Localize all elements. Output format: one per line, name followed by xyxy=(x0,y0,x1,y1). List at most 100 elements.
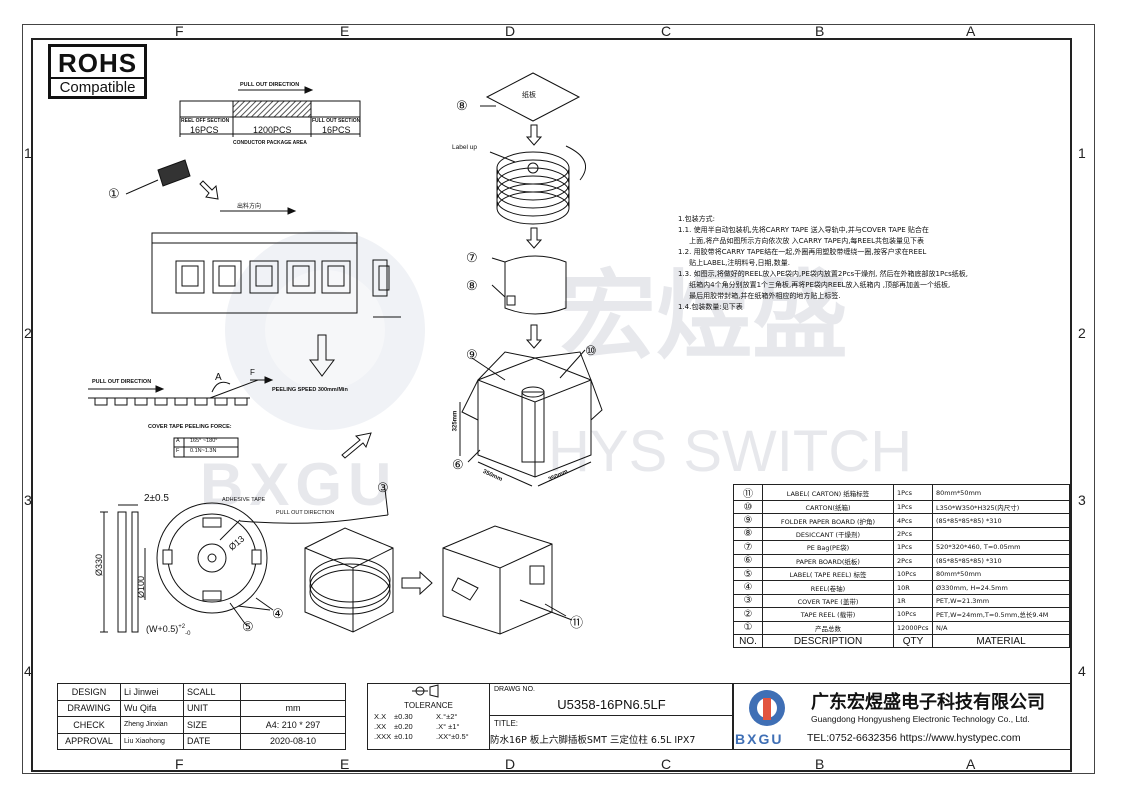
company-logo-text: BXGU xyxy=(735,731,784,747)
bom-no: ⑤ xyxy=(733,566,763,582)
callout-1: ① xyxy=(108,186,120,201)
label-up-text: Label up xyxy=(452,144,477,151)
bom-qty: 4Pcs xyxy=(893,513,933,528)
bom-qty: 1Pcs xyxy=(893,540,933,555)
design-name: Li Jinwei xyxy=(120,683,184,701)
rohs-badge: ROHS Compatible xyxy=(48,44,147,99)
zone-bottom-d: D xyxy=(505,756,516,772)
callout-5: ⑤ xyxy=(242,619,254,634)
force-table-a-value: 165° ~180° xyxy=(190,438,218,444)
feed-direction-label: 出料方向 xyxy=(237,203,262,210)
bom-description: CARTON(纸箱) xyxy=(762,499,894,515)
approval-label: APPROVAL xyxy=(57,732,121,750)
callout-11: ⑪ xyxy=(570,615,584,630)
zone-left-2: 2 xyxy=(24,325,32,341)
date-label: DATE xyxy=(183,732,241,750)
company-contact: TEL:0752-6632356 https://www.hystypec.co… xyxy=(807,732,1021,744)
date-value: 2020-08-10 xyxy=(240,732,346,750)
callout-6: ⑥ xyxy=(452,457,464,472)
width-tol-sub: -0 xyxy=(185,630,191,637)
callout-10: ⑩ xyxy=(585,343,597,358)
bom-description: DESICCANT (干燥剂) xyxy=(762,526,894,542)
pull-out-direction-label-3: PULL OUT DIRECTION xyxy=(276,510,335,516)
zone-top-f: F xyxy=(175,23,184,39)
bom-qty: 12000Pcs xyxy=(893,620,933,635)
watermark-logo-mark xyxy=(225,230,425,430)
conductor-package-area-label: CONDUCTOR PACKAGE AREA xyxy=(233,140,307,146)
bom-material: 80mm*50mm xyxy=(932,484,1070,501)
angle-a-label: A xyxy=(215,372,222,383)
zone-top-b: B xyxy=(815,23,825,39)
tol-ang: .XX°±0.5° xyxy=(436,732,469,741)
note-line: 贴上LABEL,注明料号,日期,数量. xyxy=(678,259,790,267)
force-table-f-value: 0.1N~1.3N xyxy=(190,448,217,454)
bom-qty: 10R xyxy=(893,580,933,595)
bom-no: ② xyxy=(733,607,763,622)
note-line: 1.4.包装数量:见下表 xyxy=(678,303,743,311)
bom-description: COVER TAPE (盖带) xyxy=(762,593,894,609)
callout-9: ⑨ xyxy=(466,347,478,362)
drawing-number-block: DRAWG NO. U5358-16PN6.5LF TITLE: 防水16P 板… xyxy=(489,683,734,750)
bom-description: REEL(卷轴) xyxy=(762,580,894,595)
note-line: 1.3. 如图示,将做好的REEL放入PE袋内,PE袋内放置2Pcs干燥剂, 然… xyxy=(678,270,968,278)
rohs-subtitle: Compatible xyxy=(51,77,144,97)
bom-no: ⑧ xyxy=(733,526,763,542)
force-table-f-key: F xyxy=(176,448,180,454)
bom-material: (85*85*85*85) *310 xyxy=(932,513,1070,528)
bom-no: ⑥ xyxy=(733,553,763,568)
note-line: 1.包装方式: xyxy=(678,215,716,223)
pcs1200-label: 1200PCS xyxy=(253,125,292,135)
pcs16-left-label: 16PCS xyxy=(190,125,219,135)
callout-8: ⑧ xyxy=(466,278,478,293)
pull-out-direction-label-2: PULL OUT DIRECTION xyxy=(92,379,152,385)
bom-material: 80mm*50mm xyxy=(932,566,1070,582)
company-name-en: Guangdong Hongyusheng Electronic Technol… xyxy=(811,714,1030,724)
callout-7: ⑦ xyxy=(466,250,478,265)
zone-bottom-a: A xyxy=(966,756,976,772)
company-name-cn: 广东宏煜盛电子科技有限公司 xyxy=(811,692,1045,713)
tol-val: ±0.30 xyxy=(394,712,413,721)
tol-ang: X.°±2° xyxy=(436,712,458,721)
bom-qty: 2Pcs xyxy=(893,526,933,542)
zone-top-d: D xyxy=(505,23,516,39)
company-logo-icon xyxy=(749,690,785,726)
paper-board-label: 纸板 xyxy=(522,91,536,99)
bom-description: PE Bag(PE袋) xyxy=(762,540,894,555)
bom-material: (85*85*85*85) *310 xyxy=(932,553,1070,568)
bom-no: ① xyxy=(733,620,763,635)
zone-right-4: 4 xyxy=(1078,663,1086,679)
design-label: DESIGN xyxy=(57,683,121,701)
dia-100-label: Ø100 xyxy=(136,575,147,599)
bom-material: PET,W=21.3mm xyxy=(932,593,1070,609)
pcs16-right-label: 16PCS xyxy=(322,125,351,135)
drawing-no-label: DRAWG NO. xyxy=(494,686,535,693)
title-block-left: DESIGN Li Jinwei SCALL DRAWING Wu Qifa U… xyxy=(57,683,346,750)
drawing-no: U5358-16PN6.5LF xyxy=(557,697,666,712)
adhesive-tape-label: ADHESIVE TAPE xyxy=(222,497,266,503)
company-block: BXGU 广东宏煜盛电子科技有限公司 Guangdong Hongyusheng… xyxy=(732,683,1072,750)
drawing-label: DRAWING xyxy=(57,699,121,717)
size-label: SIZE xyxy=(183,716,241,734)
check-name: Zheng Jinxian xyxy=(120,716,184,734)
tol-key: .XX xyxy=(374,722,387,731)
watermark-english: HYS SWITCH xyxy=(548,419,913,484)
peeling-speed-label: PEELING SPEED 300mm/Min xyxy=(272,387,348,393)
pull-out-direction-label: PULL OUT DIRECTION xyxy=(240,82,300,88)
tol-val: ±0.20 xyxy=(394,722,413,731)
bom-description: FOLDER PAPER BOARD (护角) xyxy=(762,513,894,528)
width-tolerance-label: (W+0.5)+2-0 xyxy=(146,624,190,637)
bom-description: TAPE REEL (载带) xyxy=(762,607,894,622)
bom-material: L350*W350*H325(内尺寸) xyxy=(932,499,1070,515)
note-line: 上面,将产品如图所示方向依次放 入CARRY TAPE内,每REEL共包装量见下… xyxy=(678,237,925,245)
zone-top-e: E xyxy=(340,23,350,39)
bom-header-2: QTY xyxy=(893,633,933,649)
